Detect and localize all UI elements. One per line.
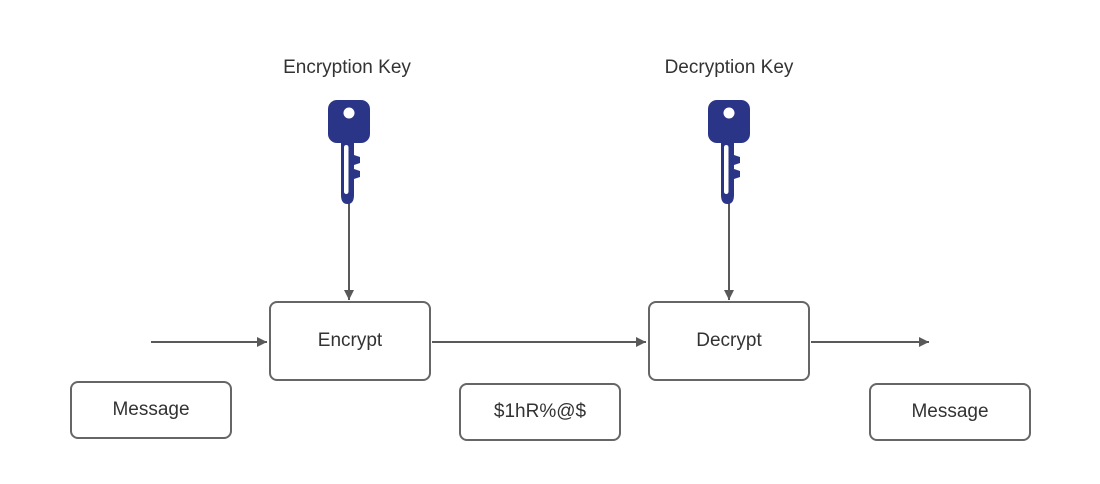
decrypt-box: Decrypt: [648, 301, 810, 381]
message-output-label: Message: [911, 401, 989, 422]
encryption-key-label: Encryption Key: [283, 57, 411, 78]
decrypt-box-label: Decrypt: [696, 330, 762, 351]
ciphertext-label: $1hR%@$: [493, 401, 587, 422]
encrypt-box-label: Encrypt: [317, 330, 383, 351]
decryption-key-icon: [708, 100, 750, 204]
encryption-key-icon: [328, 100, 370, 204]
encrypt-box: Encrypt: [269, 301, 431, 381]
message-input-label: Message: [112, 399, 190, 420]
ciphertext-box: $1hR%@$: [459, 383, 621, 441]
message-output-box: Message: [869, 383, 1031, 441]
message-input-box: Message: [70, 381, 232, 439]
decryption-key-label: Decryption Key: [664, 57, 794, 78]
